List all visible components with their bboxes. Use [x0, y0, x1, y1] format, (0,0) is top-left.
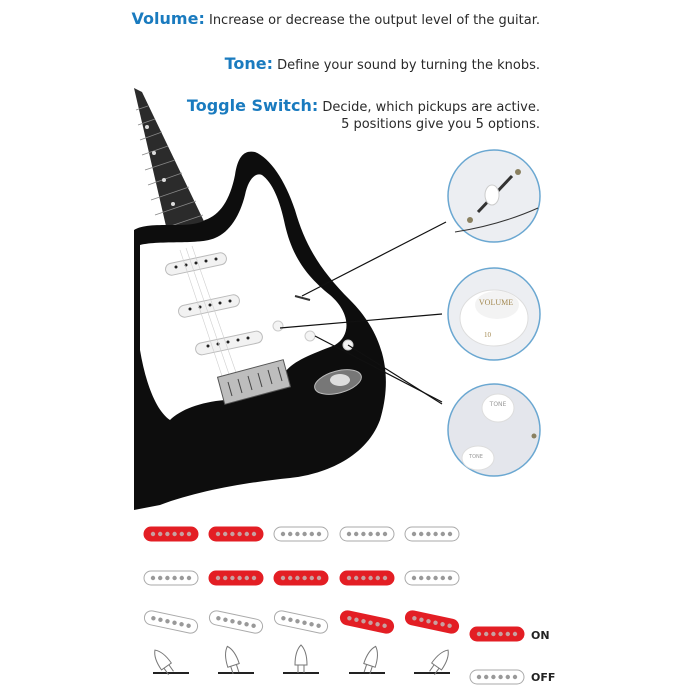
pickup-middle-pos1: [143, 570, 199, 586]
tone-heading: Tone:: [224, 54, 273, 73]
tone-text: Define your sound by turning the knobs.: [277, 58, 540, 73]
switch-position-2-icon: [218, 645, 254, 675]
volume-text: Increase or decrease the output level of…: [208, 13, 540, 28]
pickup-neck-pos3: [273, 526, 329, 542]
pickup-neck-pos1: [143, 526, 199, 542]
bridge: [216, 359, 292, 405]
toggle-text-1: Decide, which pickups are active.: [322, 100, 540, 115]
toggle-switch-closeup: [447, 149, 541, 243]
volume-knob-label: VOLUME: [479, 298, 513, 307]
pickup-neck-pos2: [208, 526, 264, 542]
pickup-middle-pos2: [208, 570, 264, 586]
switch-position-5-icon: [414, 649, 450, 676]
toggle-caption: Toggle Switch: Decide, which pickups are…: [187, 97, 540, 133]
switch-position-4-icon: [349, 645, 385, 675]
legend-on-pickup-icon: [469, 626, 525, 642]
pickup-bridge-pos4: [339, 610, 395, 634]
pickup-middle-pos4: [339, 570, 395, 586]
legend-off-label: OFF: [531, 671, 556, 684]
pickguard: [140, 174, 347, 420]
switch-position-3-icon: [283, 644, 319, 674]
tone-caption: Tone: Define your sound by turning the k…: [225, 55, 540, 74]
legend-on-label: ON: [531, 629, 550, 642]
pickup-selector-chart: [143, 526, 525, 685]
pickup-bridge-pos5: [404, 610, 460, 634]
pickup-neck-pos4: [339, 526, 395, 542]
pickup-bridge-pos3: [273, 610, 329, 634]
volume-caption: Volume: Increase or decrease the output …: [132, 10, 540, 29]
switch-position-1-icon: [153, 649, 189, 676]
pickup-middle-pos5: [404, 570, 460, 586]
pickup-middle-pos3: [273, 570, 329, 586]
svg-text:10: 10: [484, 331, 492, 339]
pickup-bridge-pos1: [143, 610, 199, 634]
volume-knob-closeup: VOLUME 10: [447, 267, 541, 361]
volume-heading: Volume:: [131, 9, 205, 28]
pickup-bridge-pos2: [208, 610, 264, 634]
tone-knobs-closeup: TONE TONE: [447, 383, 541, 477]
pickup-neck-pos5: [404, 526, 460, 542]
toggle-heading: Toggle Switch:: [186, 96, 319, 115]
legend-off-pickup-icon: [469, 669, 525, 685]
svg-text:TONE: TONE: [468, 454, 483, 460]
tone-knob-label: TONE: [489, 401, 507, 408]
toggle-text-2: 5 positions give you 5 options.: [341, 117, 540, 132]
